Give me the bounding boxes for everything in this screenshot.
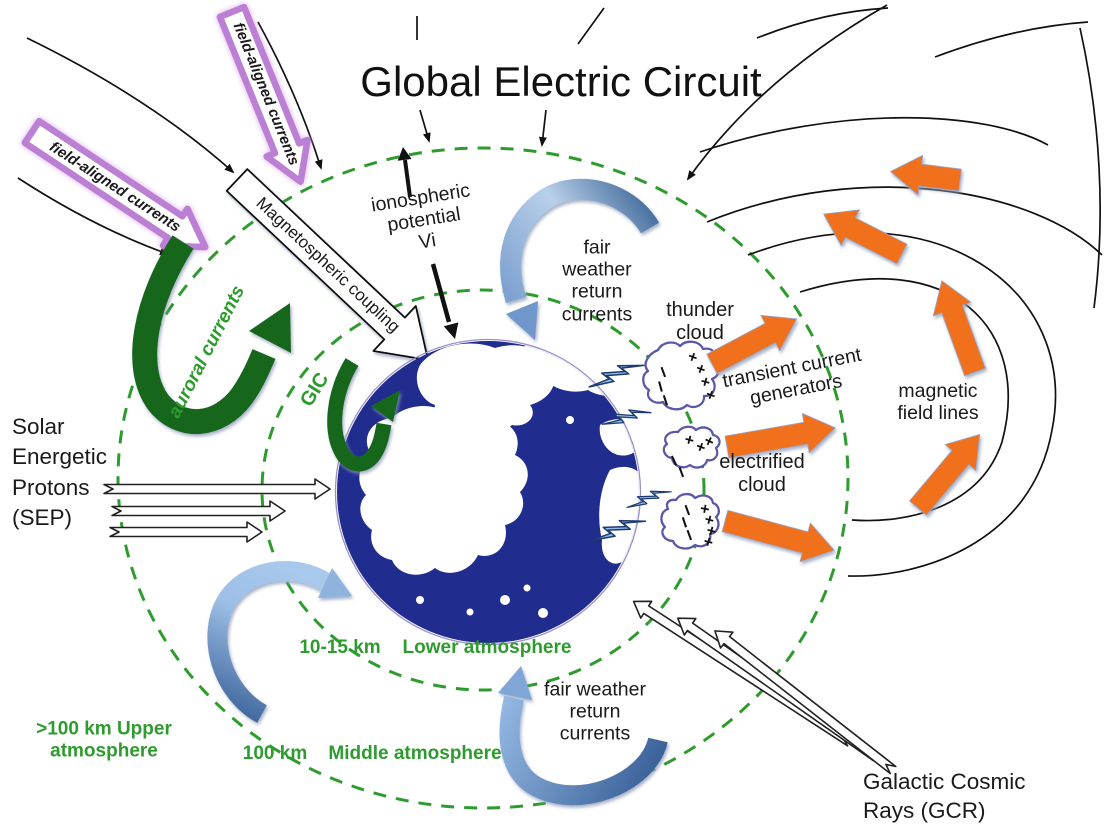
lightning-bolt [626, 490, 672, 508]
lightning-bolt [601, 409, 652, 425]
pointer-line [419, 109, 431, 143]
thunder-cloud-shape [642, 340, 720, 411]
lightning-bolts [588, 364, 672, 542]
pointer-line [17, 177, 170, 256]
plus-charge: + [704, 522, 717, 541]
inner-dashed-circle [260, 288, 706, 692]
pointer-line [686, 4, 888, 181]
field-lines-and-pointers [17, 4, 1103, 577]
field-line-current-arrow [909, 433, 981, 516]
magnetic-field-arc [747, 231, 1057, 577]
atmosphere-boundary-circles [116, 146, 850, 810]
plus-charge: + [701, 533, 714, 552]
magnetic-field-arc [799, 277, 1010, 522]
top-arc [934, 21, 1089, 58]
fair-weather-arrow-bottom [498, 666, 668, 806]
cloud-charges: + + + + – – – + + + – – + + + + – – – [649, 348, 718, 552]
fair-weather-arrow-top [500, 178, 660, 340]
earth-globe [334, 338, 642, 646]
transient-current-arrow [724, 412, 837, 459]
lightning-bolt [588, 364, 645, 388]
transient-current-arrow [721, 509, 835, 563]
gcr-arrows [632, 600, 897, 775]
field-line-current-arrow [889, 154, 962, 196]
magnetospheric-coupling-arrow [225, 168, 429, 361]
sep-arrow [109, 521, 263, 543]
pointer-line [538, 109, 547, 147]
pointer-line [257, 21, 323, 170]
sep-arrows [103, 478, 331, 543]
transient-current-arrow [706, 314, 798, 375]
magnetic-field-arc [699, 116, 1049, 153]
field-aligned-arrow-left [21, 117, 209, 251]
gcr-arrow [714, 630, 897, 775]
plus-charge: + [682, 431, 695, 450]
ionospheric-potential-arrows [397, 147, 459, 339]
top-arc [756, 7, 889, 39]
pointer-line [26, 37, 235, 174]
plus-charge: + [699, 500, 711, 518]
field-line-current-arrow [822, 209, 908, 265]
electrified-cloud-shape [662, 425, 721, 469]
up-arrow [403, 159, 412, 198]
outer-dashed-circle [116, 146, 850, 810]
sep-arrow [111, 500, 286, 522]
magnetic-field-arc [706, 186, 1103, 256]
field-aligned-arrow-top [216, 3, 311, 185]
charged-clouds [642, 340, 721, 550]
field-line-current-arrow [932, 280, 986, 377]
gic-arrow [327, 358, 400, 472]
tick-mark [577, 7, 605, 45]
down-arrow [430, 263, 452, 323]
orange-current-arrows [706, 154, 986, 563]
plus-charge: + [702, 511, 715, 530]
middle-atmosphere-current-arrow [207, 561, 352, 723]
continents [359, 343, 639, 618]
gcr-arrow [632, 600, 854, 747]
magnetic-field-arc [1079, 27, 1102, 309]
plus-charge: + [698, 373, 711, 392]
lightning-bolt [589, 519, 647, 542]
sep-arrow [103, 478, 331, 500]
electrified-cloud-shape [660, 492, 720, 550]
auroral-currents-arrow [132, 235, 291, 435]
